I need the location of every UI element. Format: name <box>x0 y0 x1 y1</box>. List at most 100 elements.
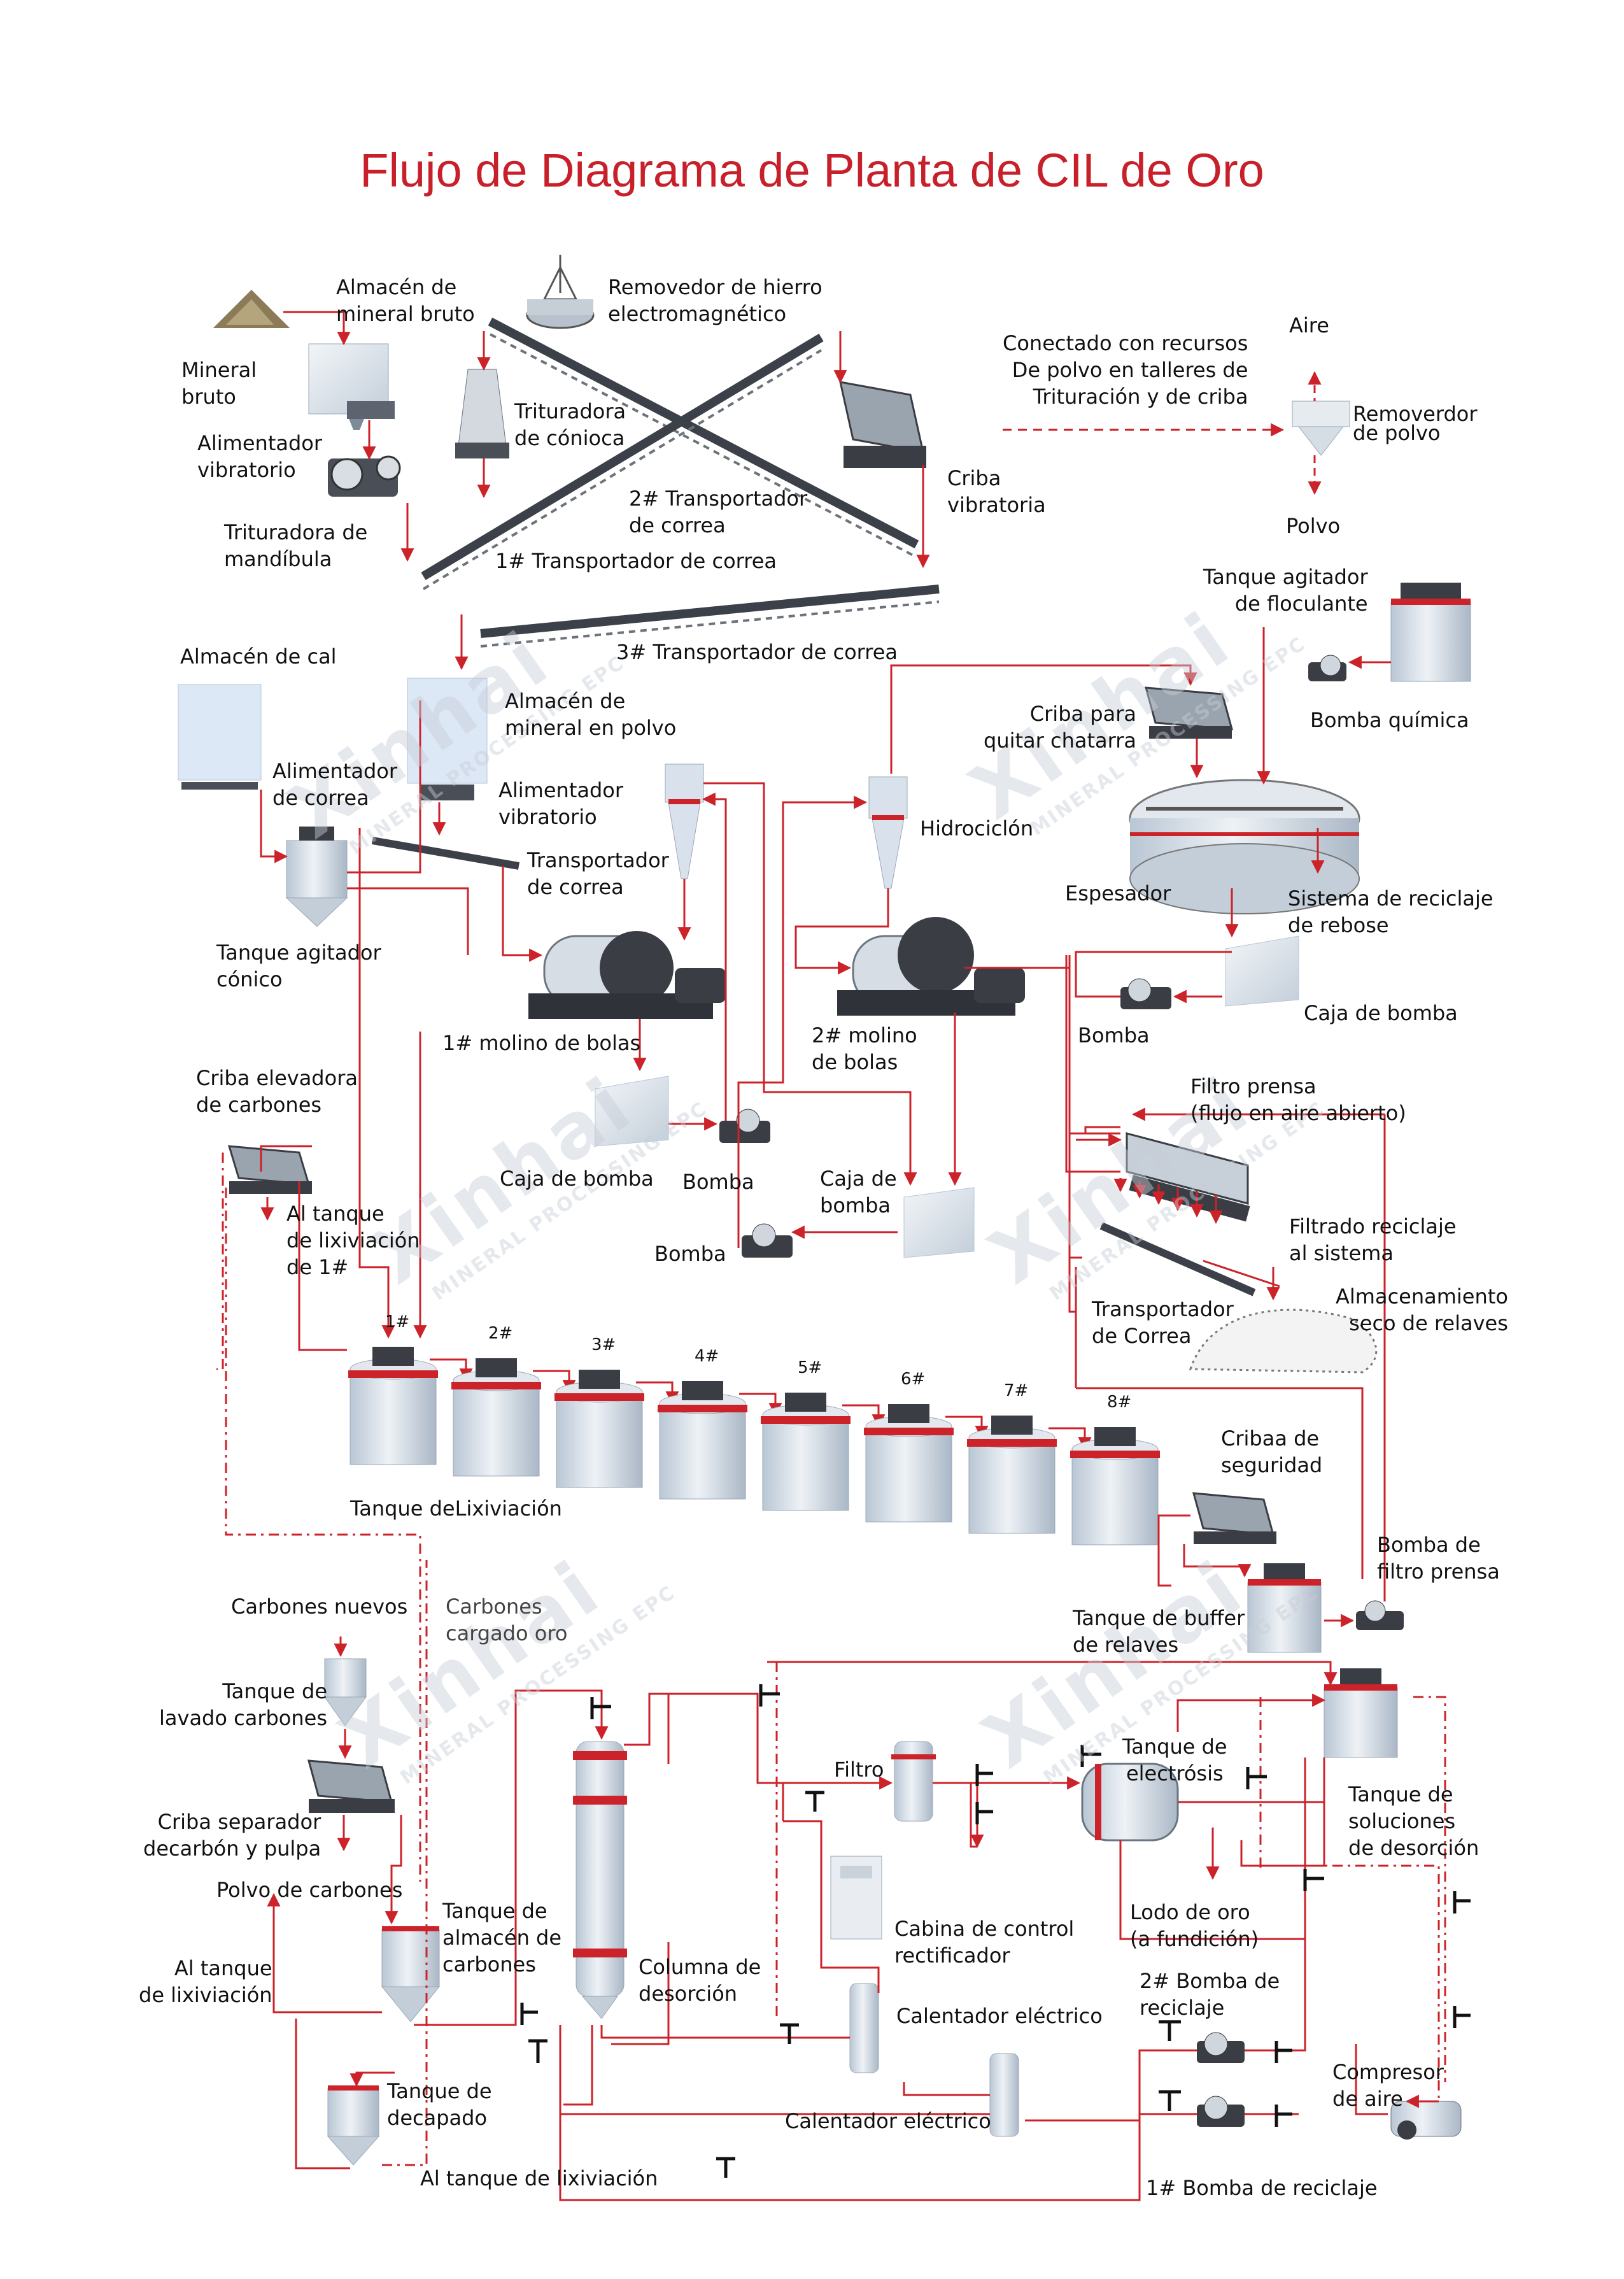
label-alimentador-vibratorio-2: Alimentador vibratorio <box>498 778 624 829</box>
label-transportador-correa-2: Transportador de Correa <box>1092 1297 1234 1348</box>
label-trituradora-mandibula: Trituradora de mandíbula <box>224 520 368 571</box>
label-bomba-right: Bomba <box>1078 1023 1150 1047</box>
flow-lines <box>216 311 1446 2201</box>
carbon-separating-screen-icon <box>307 1759 395 1813</box>
label-caja-bomba-right: Caja de bomba <box>1304 1001 1458 1025</box>
flocculant-tank-icon <box>1390 583 1471 682</box>
leach-tank-number: 8# <box>1107 1393 1132 1412</box>
label-bomba-reciclaje-1: 1# Bomba de reciclaje <box>1146 2176 1378 2200</box>
cone-crusher-icon <box>455 369 509 458</box>
label-almacenamiento-relaves: Almacenamiento seco de relaves <box>1336 1284 1508 1335</box>
label-bomba-mid: Bomba <box>682 1170 754 1194</box>
leach-tank-icon <box>1070 1427 1160 1545</box>
label-caja-bomba-mid: Caja de bomba <box>500 1167 654 1191</box>
leach-tank-icon <box>658 1381 747 1500</box>
leach-tank-icon <box>967 1416 1057 1534</box>
label-al-tanque-lix-left: Al tanque de lixiviación <box>139 1956 272 2007</box>
leach-tank-number: 7# <box>1004 1381 1029 1400</box>
leach-tank-number: 6# <box>901 1370 926 1389</box>
label-transportador-2: 2# Transportador de correa <box>629 486 808 537</box>
label-tanque-agitador-conico: Tanque agitador cónico <box>216 941 381 991</box>
jaw-crusher-icon <box>328 455 401 497</box>
label-conectado-polvo: Conectado con recursos De polvo en talle… <box>1003 331 1248 409</box>
label-calentador-2: Calentador eléctrico <box>785 2109 991 2133</box>
label-polvo: Polvo <box>1286 514 1341 538</box>
label-molino-2: 2# molino de bolas <box>812 1023 917 1074</box>
filter-press-pump-icon <box>1356 1600 1404 1630</box>
filter-icon <box>891 1741 936 1822</box>
desorption-solution-tank-icon <box>1324 1668 1398 1758</box>
carbon-storage-tank-icon <box>381 1926 441 2022</box>
diagram-title: Flujo de Diagrama de Planta de CIL de Or… <box>360 144 1264 197</box>
rectifier-control-cabinet-icon <box>830 1856 882 1940</box>
label-mineral-bruto: Mineral bruto <box>181 358 257 409</box>
leach-tank-group <box>348 1347 1160 1545</box>
leach-tank-number: 3# <box>591 1335 616 1354</box>
hydrocyclone-1-icon <box>665 763 704 879</box>
label-calentador-1: Calentador eléctrico <box>896 2004 1103 2028</box>
pump-mid-icon <box>719 1109 770 1143</box>
vibrating-feeder-2-icon <box>420 785 474 800</box>
electric-heater-1-icon <box>849 1983 879 2073</box>
pump-box-center-icon <box>903 1187 975 1258</box>
label-tanque-lixiviacion: Tanque deLixiviación <box>350 1496 562 1521</box>
safety-screen-icon <box>1192 1492 1276 1544</box>
belt-conveyor-small-icon <box>371 837 520 870</box>
label-carbones-nuevos: Carbones nuevos <box>231 1594 408 1619</box>
belt-conveyor-1-icon <box>421 333 824 590</box>
raw-ore-pile-icon <box>213 290 290 328</box>
leach-tank-icon <box>761 1393 851 1511</box>
dust-remover-icon <box>1292 401 1350 456</box>
ball-mill-2-icon <box>837 917 1025 1016</box>
label-filtro: Filtro <box>834 1757 884 1782</box>
leach-tank-icon <box>451 1358 541 1477</box>
label-compresor: Compresor de aire <box>1332 2060 1444 2111</box>
label-removerdor-polvo: Removerdor de polvo <box>1353 402 1478 445</box>
label-polvo-carbones: Polvo de carbones <box>216 1878 403 1902</box>
label-transportador-1: 1# Transportador de correa <box>495 549 777 573</box>
recycle-pump-1-icon <box>1197 2096 1245 2127</box>
label-carbones-cargado: Carbones cargado oro <box>446 1594 568 1645</box>
ball-mill-1-icon <box>528 931 726 1019</box>
carbon-wash-tank-icon <box>324 1658 367 1726</box>
label-criba-separador: Criba separador decarbón y pulpa <box>143 1810 321 1861</box>
label-sistema-reciclaje-rebose: Sistema de reciclaje de rebose <box>1288 886 1493 937</box>
lime-bin-icon <box>178 684 262 781</box>
label-espesador: Espesador <box>1065 881 1171 905</box>
pump-box-mid-icon <box>595 1076 669 1147</box>
label-cribaa-seguridad: Cribaa de seguridad <box>1221 1426 1323 1477</box>
label-aire: Aire <box>1289 313 1329 337</box>
label-filtrado-reciclaje: Filtrado reciclaje al sistema <box>1289 1214 1457 1265</box>
label-bomba-filtro-prensa: Bomba de filtro prensa <box>1377 1533 1500 1584</box>
label-alimentador-vibratorio: Alimentador vibratorio <box>197 431 323 482</box>
equipment-layer <box>178 255 1471 2166</box>
label-tanque-almacen-carbones: Tanque de almacén de carbones <box>442 1899 562 1977</box>
label-hidrociclon: Hidrociclón <box>920 816 1034 841</box>
label-tanque-lavado: Tanque de lavado carbones <box>159 1679 327 1730</box>
tailings-buffer-tank-icon <box>1247 1563 1322 1653</box>
label-criba-elevadora: Criba elevadora de carbones <box>196 1066 358 1117</box>
label-tanque-decapado: Tanque de decapado <box>387 2079 492 2130</box>
label-removedor-hierro: Removedor de hierro electromagnético <box>608 275 823 326</box>
label-trituradora-conica: Trituradora de cónioca <box>514 399 626 450</box>
pump-right-icon <box>1120 978 1171 1009</box>
label-bomba-reciclaje-2: 2# Bomba de reciclaje <box>1140 1969 1280 2020</box>
vibrating-screen-icon <box>839 381 926 468</box>
hydrocyclone-2-icon <box>868 776 908 889</box>
label-transportador-3: 3# Transportador de correa <box>616 640 898 664</box>
label-tanque-soluciones: Tanque de soluciones de desorción <box>1348 1782 1479 1860</box>
label-almacen-cal: Almacén de cal <box>180 644 337 669</box>
label-almacen-mineral-bruto: Almacén de mineral bruto <box>336 275 475 326</box>
label-tanque-buffer: Tanque de buffer de relaves <box>1073 1606 1245 1657</box>
label-tanque-electrosis: Tanque de electrósis <box>1122 1735 1227 1786</box>
vibrating-feeder-icon <box>347 401 395 419</box>
label-lodo-oro: Lodo de oro (a fundición) <box>1130 1900 1259 1951</box>
carbon-lifting-screen-icon <box>227 1145 312 1194</box>
chemical-pump-icon <box>1308 655 1346 681</box>
desorption-column-icon <box>573 1741 627 2019</box>
leach-tank-icon <box>864 1404 954 1523</box>
label-al-tanque-lix-1: Al tanque de lixiviación de 1# <box>286 1202 420 1279</box>
belt-conveyor-tailings-icon <box>1099 1222 1256 1296</box>
conical-agitator-tank-icon <box>285 827 348 927</box>
label-alimentador-correa: Alimentador de correa <box>272 759 398 810</box>
